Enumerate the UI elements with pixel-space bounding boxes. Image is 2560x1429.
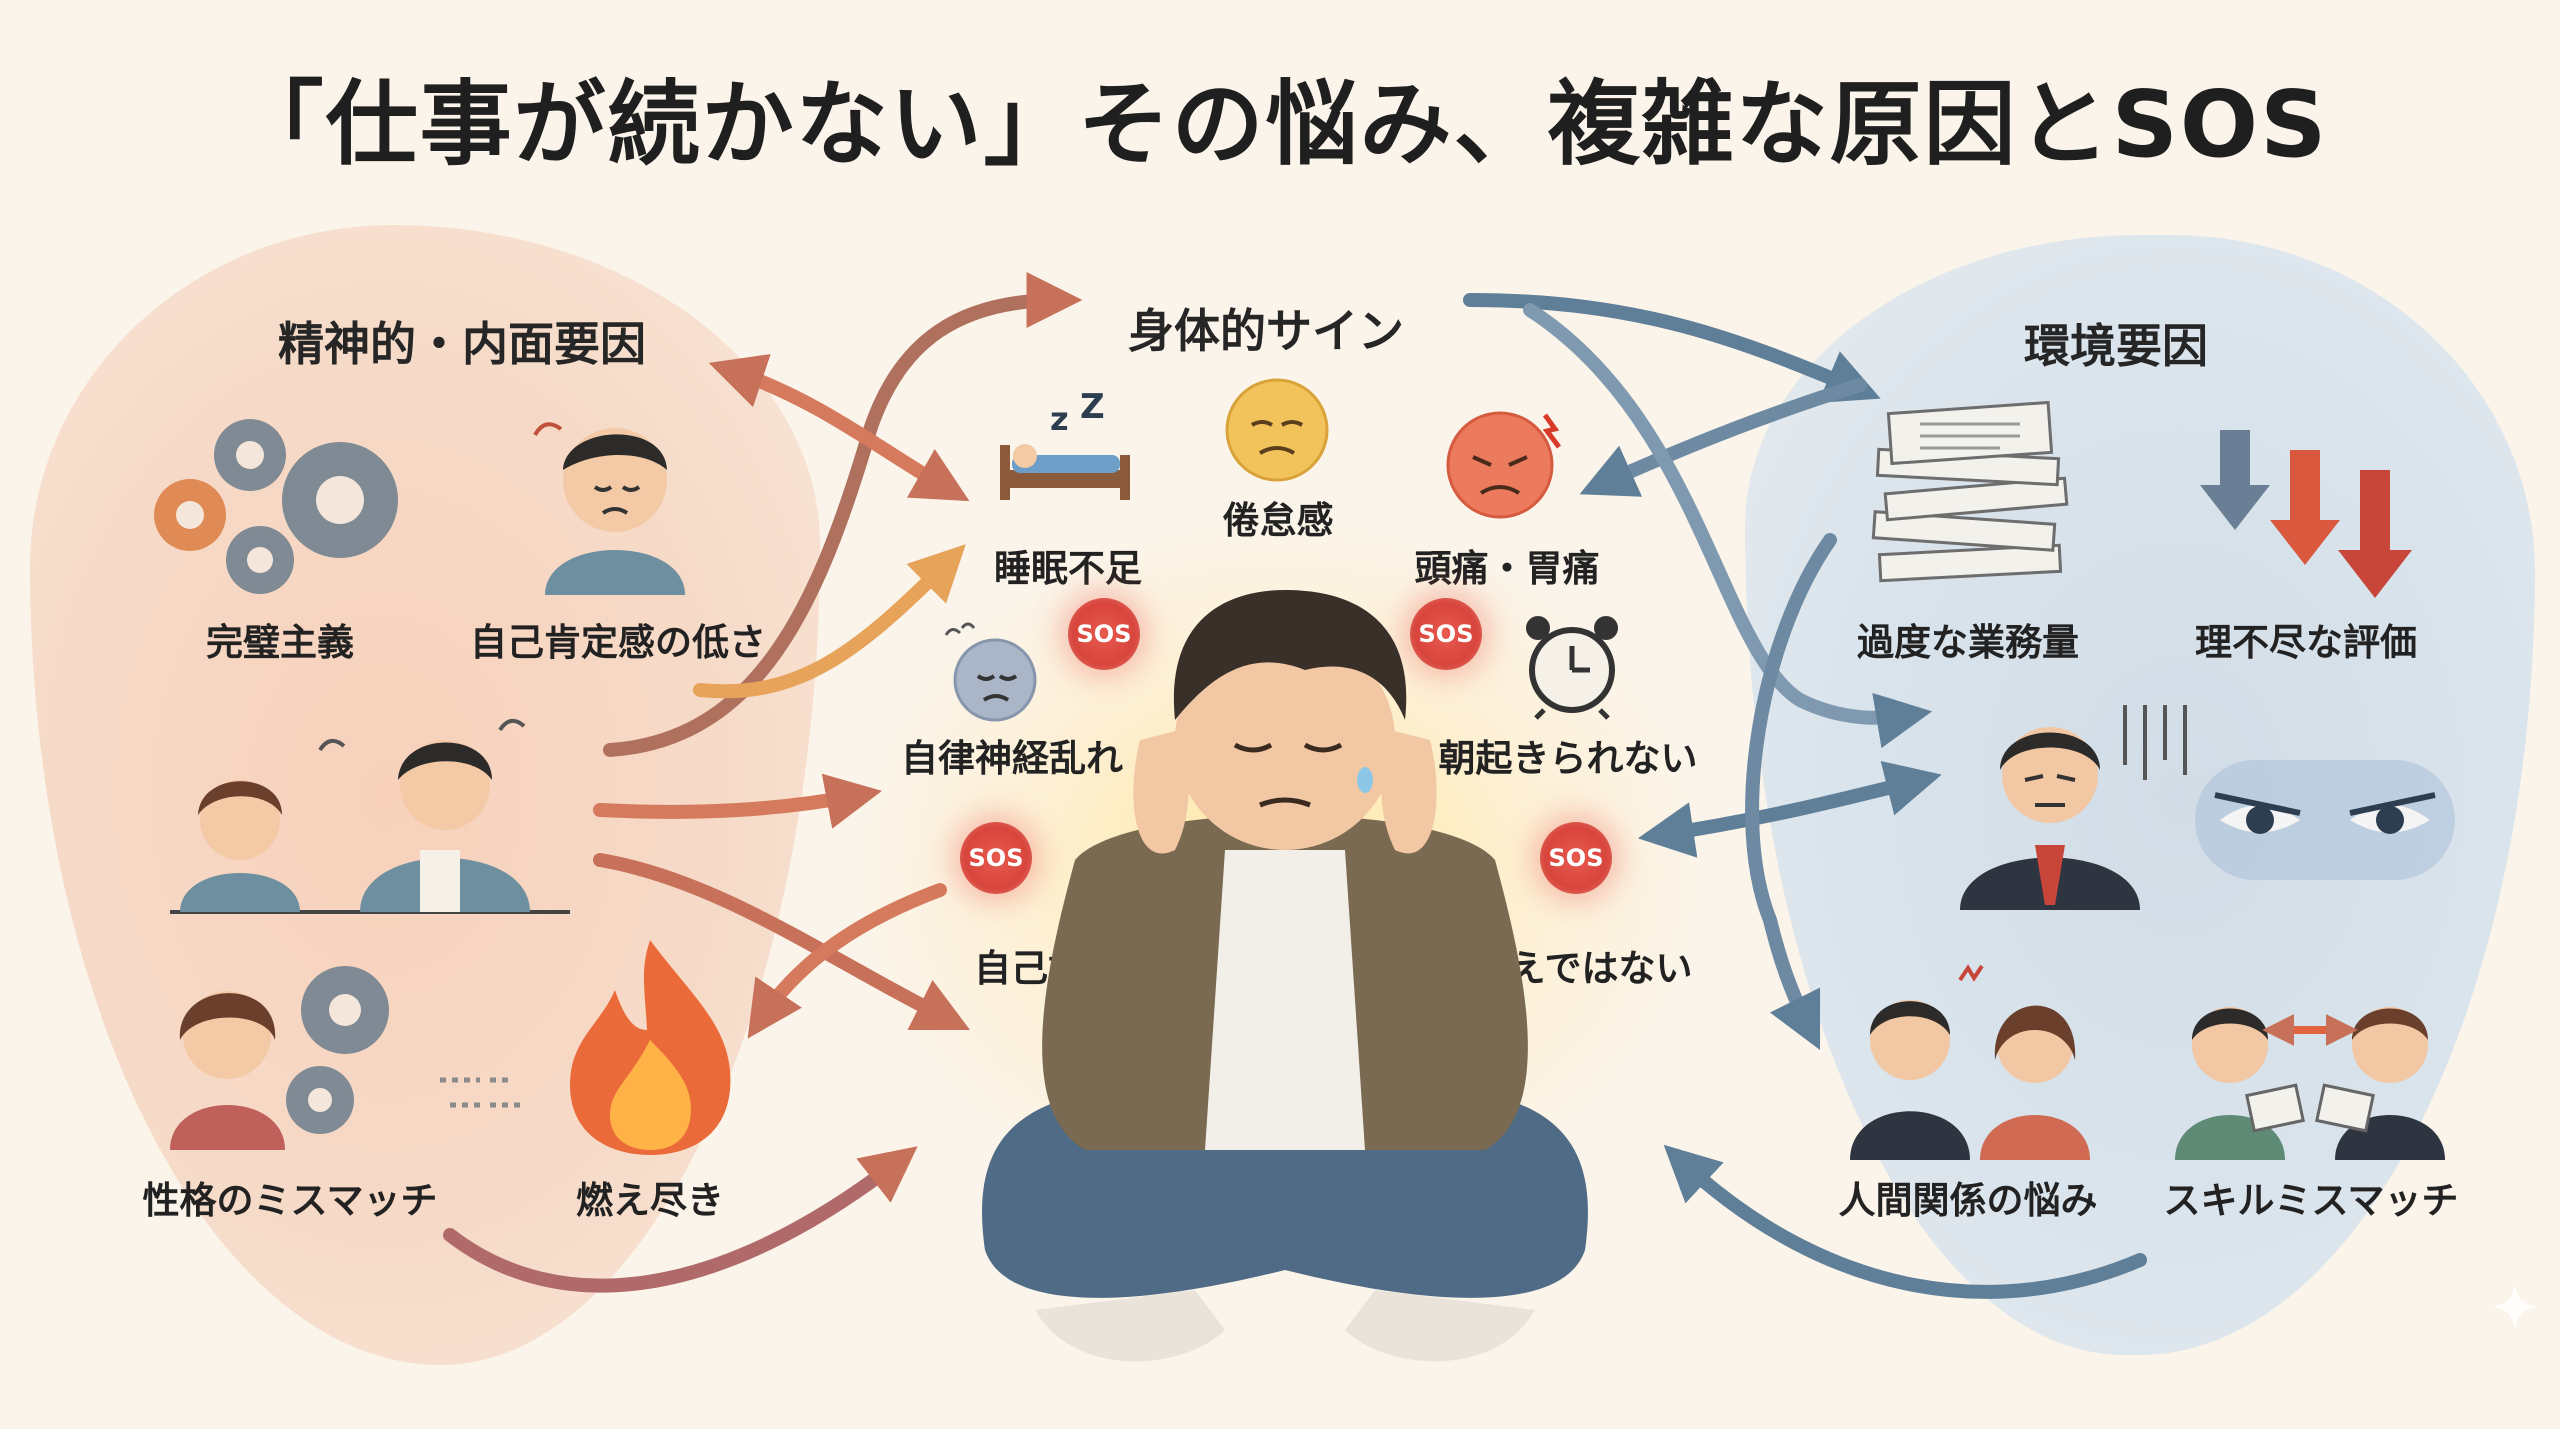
down-arrows-icon xyxy=(2195,420,2425,600)
label-relationship-issues: 人間関係の悩み xyxy=(1838,1179,2098,1222)
dizzy-face-icon xyxy=(940,620,1050,725)
label-excessive-workload: 過度な業務量 xyxy=(1857,621,2079,664)
internal-factors-heading: 精神的・内面要因 xyxy=(278,317,646,371)
arrow-center-to-left-lower xyxy=(747,883,947,1039)
paper-stack-icon xyxy=(1860,400,2080,600)
label-headache-stomachache: 頭痛・胃痛 xyxy=(1414,547,1600,590)
arrow-bottom-right xyxy=(1663,1144,2147,1299)
sos-badge: SOS xyxy=(1410,598,1482,670)
fire-icon xyxy=(555,930,745,1160)
decorative-dashes-icon xyxy=(430,1060,530,1130)
page-title: 「仕事が続かない」その悩み、複雑な原因とSOS xyxy=(231,71,2329,178)
arrow-right-biarrow-top xyxy=(1579,378,1867,497)
sos-badge: SOS xyxy=(1068,598,1140,670)
falling-lines-icon xyxy=(2115,700,2195,790)
sad-person-icon xyxy=(515,405,715,595)
arrow-left-to-center-middle xyxy=(593,773,883,829)
label-low-self-esteem: 自己肯定感の低さ xyxy=(470,621,766,664)
label-unfair-evaluation: 理不尽な評価 xyxy=(2195,621,2417,664)
label-cannot-wake-up: 朝起きられない xyxy=(1438,737,1698,780)
arrow-right-down-curve xyxy=(1745,533,1837,1051)
environment-factors-heading: 環境要因 xyxy=(2024,319,2208,373)
label-sleep-deprivation: 睡眠不足 xyxy=(994,547,1142,590)
sleeping-bed-icon: z Z xyxy=(990,387,1140,510)
stressed-person-icon xyxy=(170,690,570,920)
label-burnout: 燃え尽き xyxy=(576,1179,724,1222)
arrow-right-long-curve xyxy=(1523,303,1933,749)
label-skill-mismatch: スキルミスマッチ xyxy=(2163,1179,2459,1222)
label-perfectionism: 完璧主義 xyxy=(206,621,354,664)
label-fatigue: 倦怠感 xyxy=(1222,499,1334,542)
distressed-man-icon xyxy=(925,550,1645,1380)
headache-face-icon xyxy=(1445,405,1575,520)
svg-text:Z: Z xyxy=(1080,387,1105,427)
sparkle-icon xyxy=(2490,1282,2540,1332)
physical-signs-heading: 身体的サイン xyxy=(1128,304,1404,358)
label-personality-mismatch: 性格のミスマッチ xyxy=(142,1179,438,1222)
arrow-top-to-right xyxy=(1463,293,1881,403)
svg-text:z: z xyxy=(1050,400,1069,438)
mismatch-person-icon xyxy=(165,960,405,1150)
arguing-coworkers-icon xyxy=(1840,950,2100,1160)
arrow-left-to-center-lower xyxy=(593,853,971,1031)
arrow-left-biarrow-top xyxy=(708,354,970,502)
label-autonomic-imbalance: 自律神経乱れ xyxy=(901,737,1123,780)
sos-badge: SOS xyxy=(960,822,1032,894)
stern-manager-icon xyxy=(1955,680,2145,910)
glaring-eyes-icon xyxy=(2195,760,2455,880)
arrow-right-biarrow-middle xyxy=(1637,760,1942,858)
alarm-clock-icon xyxy=(1522,610,1622,720)
arrow-bottom-left xyxy=(443,1146,918,1293)
sos-badge: SOS xyxy=(1540,822,1612,894)
arrow-left-to-center-upper xyxy=(693,544,966,699)
gears-icon xyxy=(150,410,420,594)
skill-exchange-icon xyxy=(2170,960,2450,1160)
tired-face-icon xyxy=(1222,375,1332,485)
